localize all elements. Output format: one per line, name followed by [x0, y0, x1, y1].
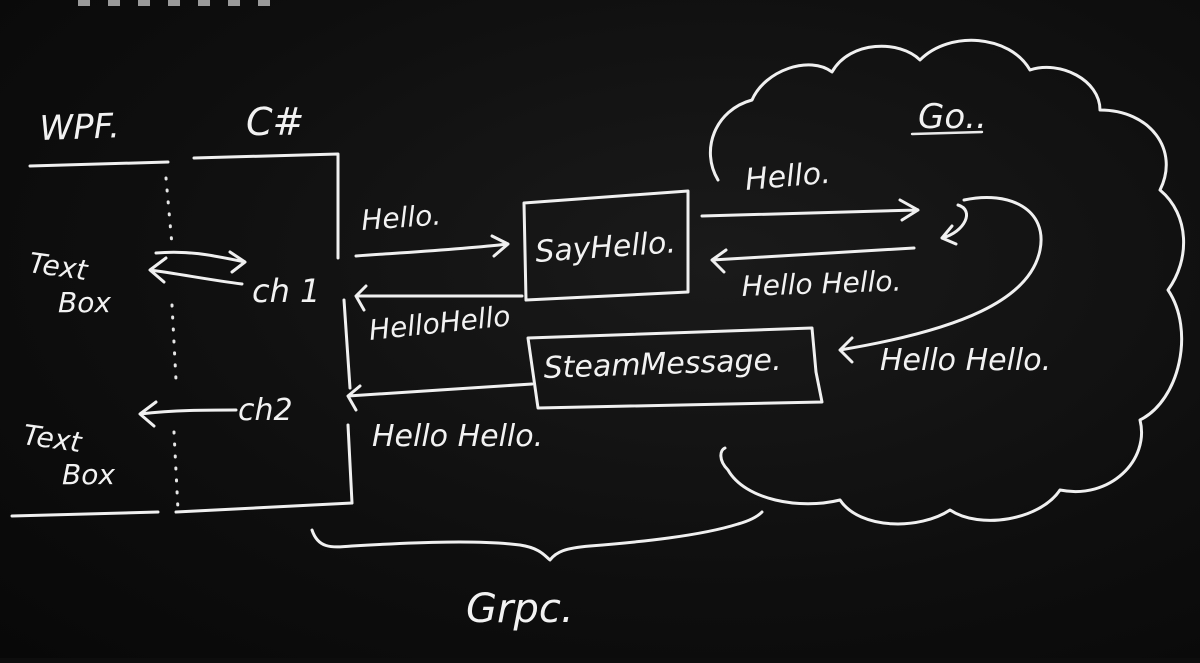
textbox1-to-ch1-arrow [154, 250, 247, 274]
sayhello-box [522, 189, 690, 302]
wpf-csharp-divider [164, 176, 174, 247]
sayhello-box-label: SayHello. [534, 225, 677, 270]
grpc-brace [310, 510, 764, 562]
ch1-label: ch 1 [252, 272, 320, 310]
go-to-sayhello-arrow [710, 246, 916, 274]
ch1-to-sayhello-arrow [354, 234, 510, 258]
wpf-csharp-divider-2 [170, 303, 178, 382]
go-underline [910, 130, 984, 136]
wpf-top-line [28, 160, 170, 168]
wpf-label: WPF. [39, 106, 120, 149]
wpf-bottom-line [10, 510, 160, 518]
csharp-label: C# [246, 100, 304, 144]
hello-to-go-label: Hello. [744, 156, 832, 198]
textbox2-label-line1: Text [21, 418, 84, 459]
sayhello-to-ch1-arrow [354, 284, 524, 312]
ch1-to-textbox1-arrow [148, 256, 244, 286]
textbox1-label-line2: Box [58, 286, 111, 319]
steammessage-box-label: SteamMessage. [543, 343, 782, 386]
wpf-csharp-divider-3 [172, 430, 180, 512]
sayhello-to-go-arrow [700, 198, 920, 222]
go-loop-arrow [940, 203, 969, 246]
hellohello-from-go-label: Hello Hello. [741, 264, 902, 303]
stream-to-ch2-arrow [346, 382, 534, 412]
go-stream-loop [838, 195, 1043, 364]
hellohello-from-sayhello-label: HelloHello [367, 299, 512, 347]
hellohello-stream-to-ch2-label: Hello Hello. [372, 419, 543, 454]
grpc-label: Grpc. [466, 586, 574, 632]
ch2-to-textbox2-arrow [138, 400, 238, 428]
go-label: Go.. [918, 97, 987, 137]
ch2-label: ch2 [238, 393, 293, 428]
csharp-box [174, 152, 354, 514]
steammessage-box [526, 326, 824, 410]
hello-to-sayhello-label: Hello. [360, 198, 442, 236]
go-cloud [708, 38, 1185, 526]
spiral-binding [78, 0, 270, 6]
textbox2-label-line2: Box [62, 458, 115, 491]
hellohello-to-stream-label: Hello Hello. [880, 343, 1051, 378]
textbox1-label-line1: Text [27, 246, 90, 287]
